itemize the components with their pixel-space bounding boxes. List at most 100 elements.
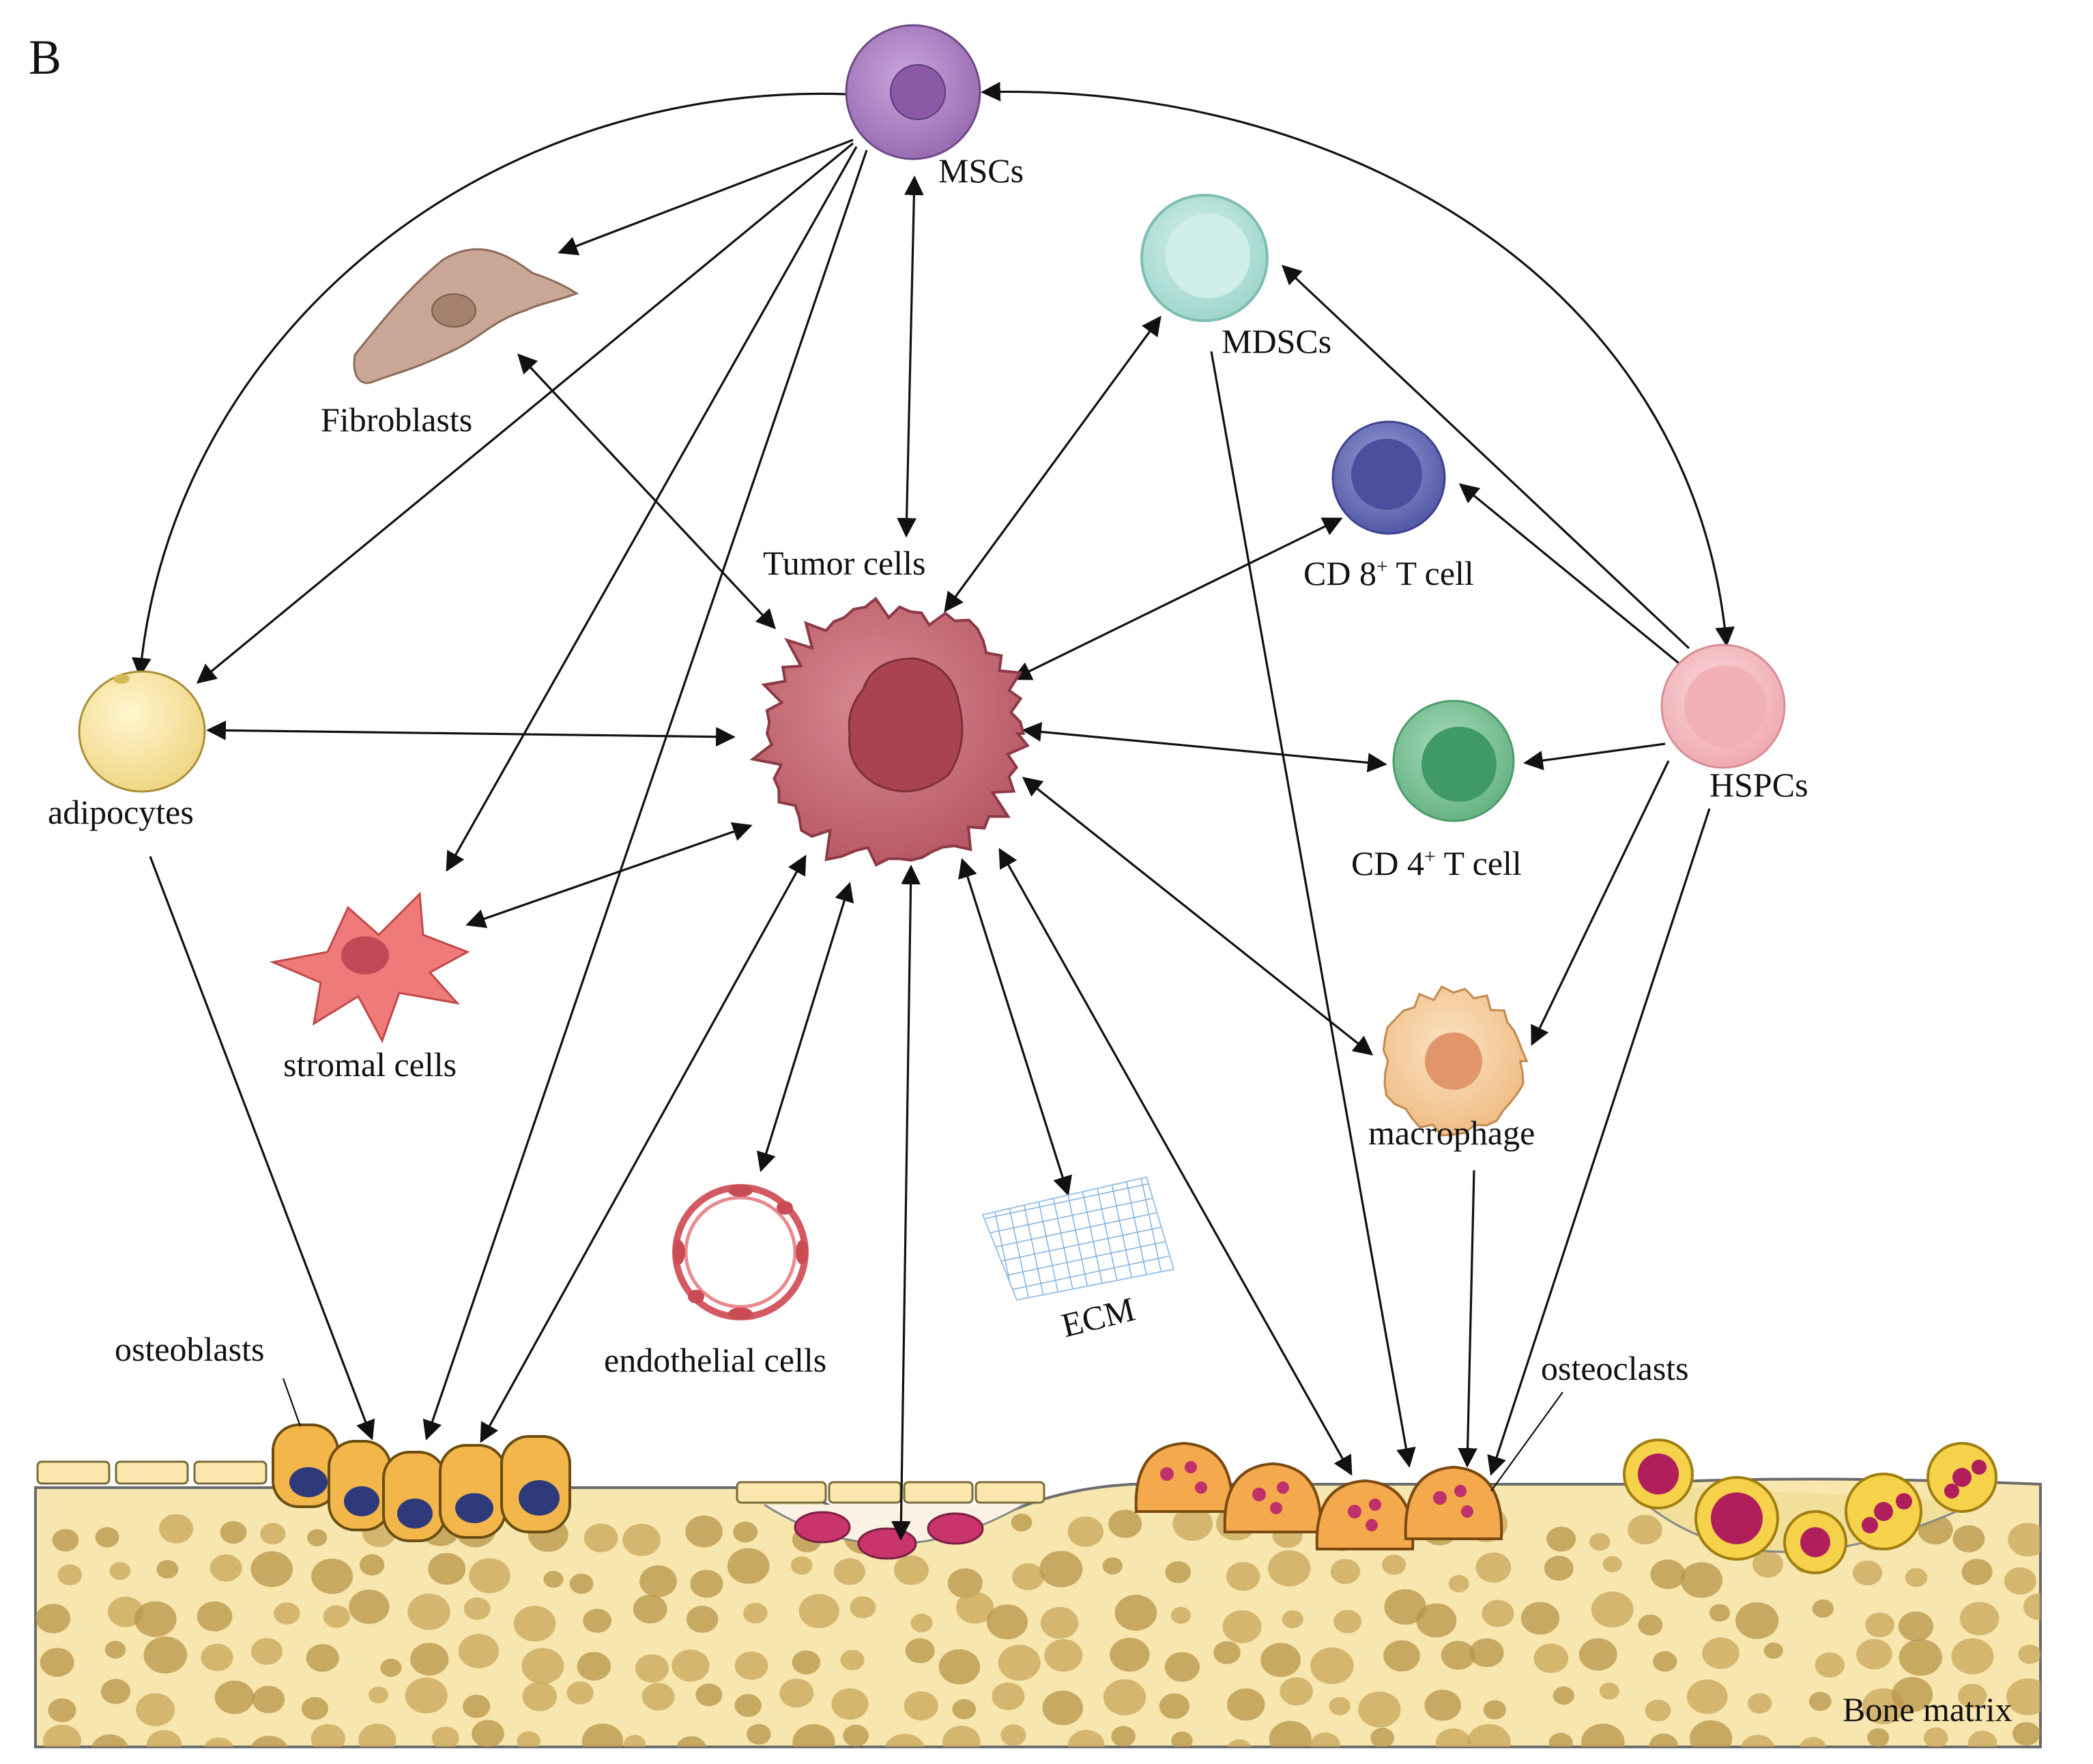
label-mdscs: MDSCs xyxy=(1222,322,1332,360)
bone-pore xyxy=(249,1735,289,1747)
bone-pore xyxy=(1865,1613,1895,1638)
bone-pore xyxy=(1333,1610,1361,1634)
label-mscs: MSCs xyxy=(938,151,1024,190)
bone-pore xyxy=(1213,1641,1241,1664)
bone-pore xyxy=(1330,1559,1361,1585)
bone-pore xyxy=(307,1529,328,1546)
bone-pore xyxy=(1260,1643,1301,1677)
bone-pore xyxy=(566,1681,594,1705)
bone-pore xyxy=(1226,1739,1252,1747)
bone-pore xyxy=(1898,1611,1934,1642)
cd8-t-cell xyxy=(1331,420,1446,535)
bone-pore xyxy=(1067,1730,1105,1747)
bone-pore xyxy=(734,1694,762,1717)
bone-pore xyxy=(1227,1688,1265,1721)
cd4-t-cell xyxy=(1392,699,1515,822)
bone-pore xyxy=(798,1593,839,1628)
bone-pore xyxy=(359,1554,385,1576)
bone-pore xyxy=(407,1593,450,1630)
bone-pore xyxy=(2008,1522,2040,1557)
bone-pore xyxy=(1892,1677,1933,1712)
bone-pore xyxy=(250,1551,293,1587)
bone-pore xyxy=(686,1606,719,1633)
bone-pore xyxy=(1589,1533,1611,1551)
bone-pore xyxy=(311,1559,353,1594)
bone-pore xyxy=(1114,1595,1157,1631)
bone-pore xyxy=(469,1558,510,1593)
bone-pore xyxy=(833,1558,865,1585)
label-fibroblasts: Fibroblasts xyxy=(321,401,473,439)
bone-pore xyxy=(1041,1606,1079,1639)
bone-pore xyxy=(1735,1602,1779,1639)
bone-pore xyxy=(1638,1615,1663,1636)
bone-pore xyxy=(1957,1683,1987,1709)
bone-pore xyxy=(1709,1604,1730,1622)
adipocyte-cell xyxy=(78,670,206,793)
bone-pore xyxy=(521,1648,564,1684)
bone-pore xyxy=(1280,1677,1313,1706)
bone-pore xyxy=(1165,1561,1192,1583)
bone-pore xyxy=(956,1591,994,1624)
bone-pore xyxy=(1469,1638,1504,1668)
bone-pore xyxy=(1424,1690,1461,1721)
bone-pore xyxy=(1268,1550,1311,1587)
bone-pore xyxy=(203,1737,235,1747)
bone-pore xyxy=(1546,1527,1576,1552)
bone-pore xyxy=(210,1554,242,1582)
bone-pore xyxy=(577,1651,611,1681)
bone-pore xyxy=(1581,1723,1625,1747)
bone-pore xyxy=(1226,1562,1260,1591)
ecm-mesh xyxy=(981,1176,1175,1301)
bone-pore xyxy=(843,1724,869,1747)
bone-pore xyxy=(1959,1602,2000,1636)
bone-pore xyxy=(463,1597,491,1620)
bone-pore xyxy=(1282,1610,1303,1629)
bone-pore xyxy=(513,1606,556,1642)
bone-pore xyxy=(1905,1567,1928,1587)
bone-pore xyxy=(1800,1737,1827,1747)
marrow-cells xyxy=(1623,1438,1997,1574)
endothelial-cell xyxy=(672,1184,809,1320)
bone-pore xyxy=(1042,1690,1084,1725)
bone-pore xyxy=(274,1602,300,1625)
bone-pore xyxy=(840,1649,865,1671)
bone-pore xyxy=(639,1565,677,1597)
lining-cells-left xyxy=(36,1460,1045,1504)
bone-pore xyxy=(109,1562,131,1580)
bone-pore xyxy=(1599,1682,1619,1700)
bone-pore xyxy=(792,1650,821,1675)
bone-pore xyxy=(942,1726,981,1747)
bone-pore xyxy=(1867,1728,1890,1747)
bone-pore xyxy=(1000,1724,1026,1746)
bone-pore xyxy=(1310,1732,1341,1747)
bone-pore xyxy=(1856,1638,1892,1670)
bone-pore xyxy=(1310,1647,1354,1685)
bone-pore xyxy=(1159,1693,1190,1719)
bone-pore xyxy=(1171,1731,1193,1747)
bone-pore xyxy=(569,1574,594,1594)
bone-pore xyxy=(1899,1638,1942,1676)
bone-pore xyxy=(1467,1724,1511,1747)
bone-pore xyxy=(1483,1700,1506,1720)
bone-pore xyxy=(986,1604,1028,1640)
bone-pore xyxy=(792,1724,835,1747)
bone-pore xyxy=(998,1645,1041,1681)
bone-pore xyxy=(1222,1610,1262,1643)
bone-pore xyxy=(1687,1679,1728,1714)
bone-pore xyxy=(405,1677,448,1714)
bone-pore xyxy=(1111,1726,1136,1747)
bone-pore xyxy=(910,1613,933,1632)
bone-pore xyxy=(1012,1563,1044,1591)
bone-pore xyxy=(1853,1560,1882,1586)
bone-pore xyxy=(156,1560,179,1579)
bone-pore xyxy=(747,1724,771,1745)
mdsc-cell xyxy=(1140,194,1269,322)
bone-pore xyxy=(790,1556,813,1575)
bone-pore xyxy=(1011,1514,1033,1532)
bone-pore xyxy=(410,1643,449,1676)
bone-pore xyxy=(1416,1603,1457,1638)
bone-pore xyxy=(323,1605,350,1628)
bone-pore xyxy=(1578,1638,1617,1671)
bone-matrix xyxy=(34,1477,2042,1748)
